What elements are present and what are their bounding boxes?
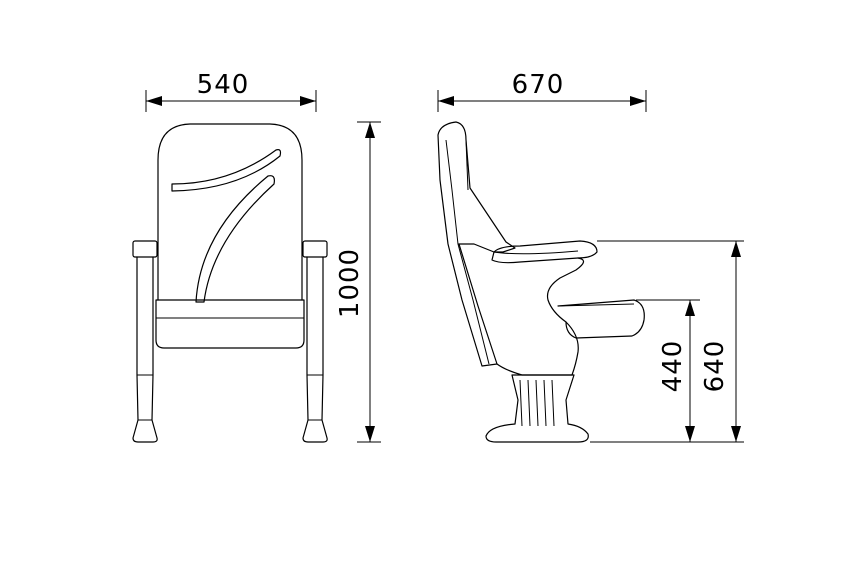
- front-backrest-upper-band: [171, 149, 282, 192]
- front-right-leg: [302, 256, 328, 443]
- front-seat: [155, 299, 305, 349]
- armrest-height-label: 640: [700, 340, 730, 393]
- side-view: 670 440 640: [437, 70, 744, 443]
- side-seat: [557, 299, 645, 339]
- front-right-armrest: [302, 240, 328, 258]
- front-view: 540 1000: [132, 70, 381, 443]
- front-left-leg: [132, 256, 158, 443]
- side-depth-label: 670: [512, 70, 565, 100]
- front-backrest-lower-band: [195, 175, 275, 303]
- overall-height-label: 1000: [335, 248, 365, 318]
- side-pedestal: [485, 374, 589, 443]
- front-width-label: 540: [197, 70, 250, 100]
- side-armrest: [491, 240, 598, 264]
- seat-height-label: 440: [658, 340, 688, 393]
- side-arm-support: [496, 257, 585, 376]
- front-left-armrest: [132, 240, 158, 258]
- front-backrest: [157, 123, 303, 301]
- side-backrest: [437, 121, 516, 367]
